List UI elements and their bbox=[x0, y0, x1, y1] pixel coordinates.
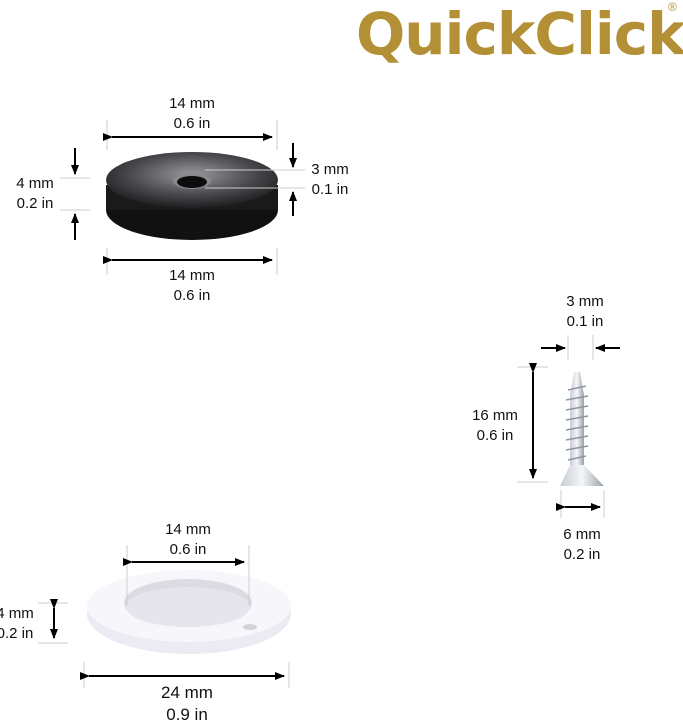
cap-inner-width-label: 14 mm 0.6 in bbox=[165, 521, 211, 558]
screw-shank-label: 3 mm 0.1 in bbox=[566, 293, 604, 330]
white-cap-image bbox=[87, 570, 291, 654]
washer-hole-label: 3 mm 0.1 in bbox=[311, 161, 349, 198]
washer-height-label: 4 mm 0.2 in bbox=[16, 175, 54, 212]
registered-mark: ® bbox=[668, 0, 677, 14]
screw-image bbox=[560, 372, 604, 486]
washer-bottom-width-label: 14 mm 0.6 in bbox=[169, 267, 215, 304]
screw-length-label: 16 mm 0.6 in bbox=[472, 407, 518, 444]
cap-height-label: 4 mm 0.2 in bbox=[0, 605, 34, 642]
washer-top-width-label: 14 mm 0.6 in bbox=[169, 95, 215, 132]
brand-logo: QuickClick bbox=[356, 0, 683, 68]
cap-outer-width-label: 24 mm 0.9 in bbox=[161, 683, 213, 724]
screw-head-label: 6 mm 0.2 in bbox=[563, 526, 601, 563]
black-washer-image bbox=[106, 152, 278, 240]
